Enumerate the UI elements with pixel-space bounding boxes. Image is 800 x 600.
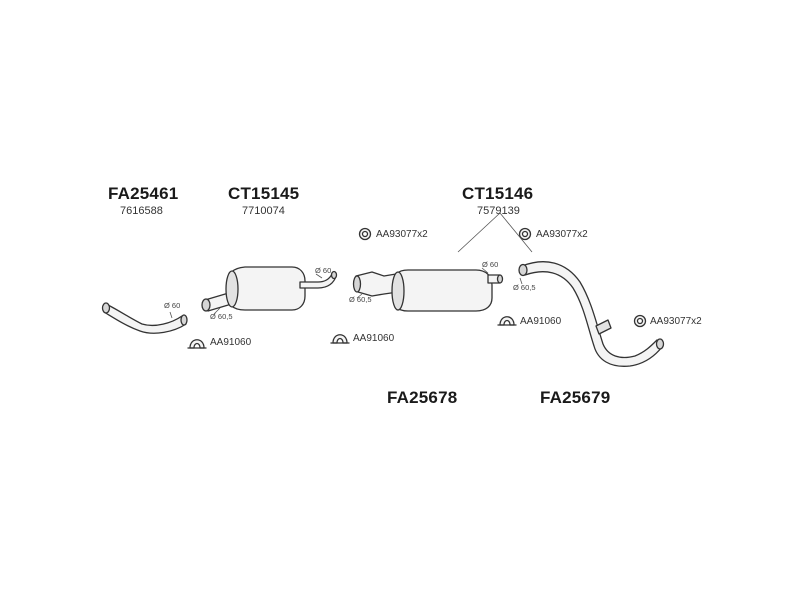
clamp-label: AA91060 xyxy=(353,333,395,344)
part-number-7579139: 7579139 xyxy=(477,205,520,217)
front-pipe-fa25461 xyxy=(101,302,188,334)
tail-pipe-fa25679 xyxy=(518,261,665,367)
diameter-label: Ø 60 xyxy=(482,260,499,269)
clamp-icon xyxy=(330,334,350,344)
part-code-fa25679: FA25679 xyxy=(540,388,611,407)
diameter-label: Ø 60,5 xyxy=(210,312,233,321)
part-code-ct15146: CT15146 xyxy=(462,184,534,203)
diameter-label: Ø 60,5 xyxy=(349,295,372,304)
part-number-7616588: 7616588 xyxy=(120,205,163,217)
clamp-icon xyxy=(497,316,517,326)
callout-lines xyxy=(169,212,533,319)
ring-label: AA93077x2 xyxy=(650,316,702,327)
part-code-ct15145: CT15145 xyxy=(228,184,300,203)
ring-label: AA93077x2 xyxy=(536,229,588,240)
ring-label: AA93077x2 xyxy=(376,229,428,240)
clamp-label: AA91060 xyxy=(210,337,252,348)
rear-silencer-ct15146 xyxy=(352,269,504,312)
part-number-7710074: 7710074 xyxy=(242,205,285,217)
middle-silencer-ct15145 xyxy=(201,266,338,312)
diameter-label: Ø 60 xyxy=(164,301,181,310)
clamp-icon xyxy=(187,339,207,349)
diameter-label: Ø 60 xyxy=(315,266,332,275)
part-code-fa25678: FA25678 xyxy=(387,388,458,407)
part-code-fa25461: FA25461 xyxy=(108,184,179,203)
clamp-label: AA91060 xyxy=(520,316,562,327)
diameter-label: Ø 60,5 xyxy=(513,283,536,292)
